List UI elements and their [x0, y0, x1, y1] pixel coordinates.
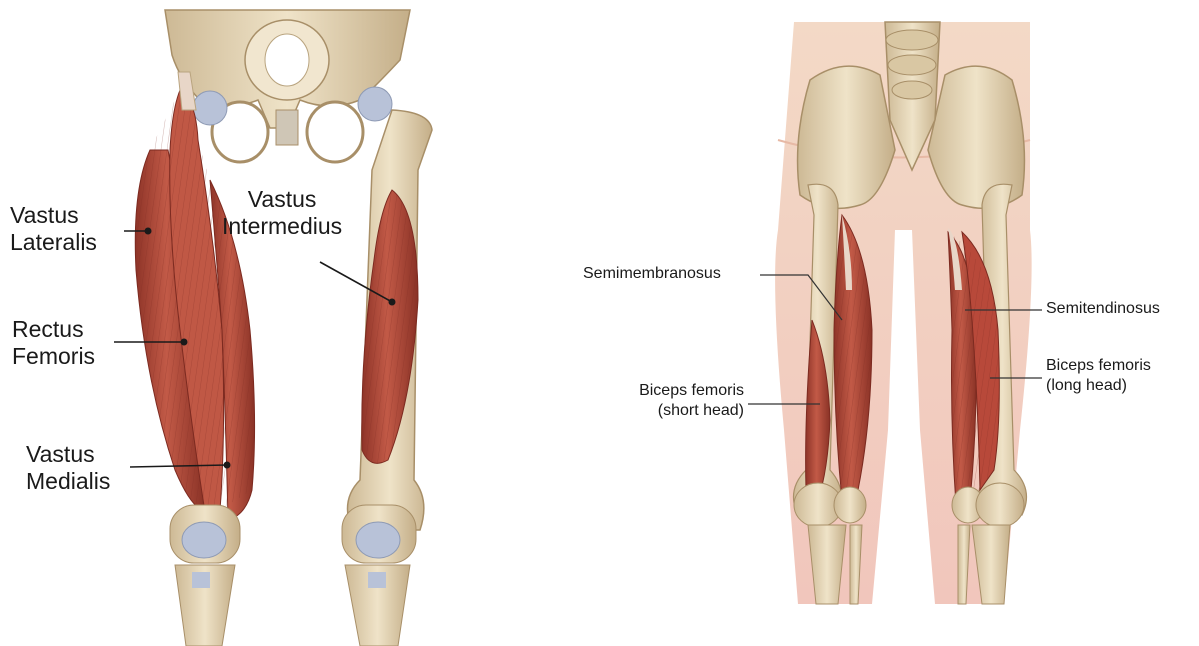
label-semimembranosus: Semimembranosus — [583, 264, 721, 284]
label-vastus-lateralis: Vastus Lateralis — [10, 202, 97, 256]
left-pelvis — [165, 10, 410, 162]
label-line: Medialis — [26, 468, 110, 495]
left-anatomy-figure — [114, 10, 432, 646]
left-hip-joint-a — [193, 91, 227, 125]
label-line: Vastus — [222, 186, 342, 213]
right-knee-b — [952, 483, 1024, 527]
label-line: (short head) — [608, 401, 744, 421]
label-line: Rectus — [12, 316, 95, 343]
left-hip-joint-b — [358, 87, 392, 121]
label-line: Semitendinosus — [1046, 299, 1160, 319]
label-line: Lateralis — [10, 229, 97, 256]
label-line: (long head) — [1046, 376, 1151, 396]
label-line: Vastus — [26, 441, 110, 468]
label-line: Biceps femoris — [608, 381, 744, 401]
left-knee-b — [342, 505, 416, 563]
left-knee-a — [170, 505, 240, 563]
label-vastus-medialis: Vastus Medialis — [26, 441, 110, 495]
right-knee-a — [794, 483, 866, 527]
right-anatomy-figure — [748, 22, 1042, 604]
label-semitendinosus: Semitendinosus — [1046, 299, 1160, 319]
label-line: Biceps femoris — [1046, 356, 1151, 376]
label-vastus-intermedius: Vastus Intermedius — [222, 186, 342, 240]
label-line: Intermedius — [222, 213, 342, 240]
label-biceps-femoris-long: Biceps femoris (long head) — [1046, 356, 1151, 396]
label-rectus-femoris: Rectus Femoris — [12, 316, 95, 370]
label-biceps-femoris-short: Biceps femoris (short head) — [608, 381, 744, 421]
label-line: Vastus — [10, 202, 97, 229]
label-line: Femoris — [12, 343, 95, 370]
label-line: Semimembranosus — [583, 264, 721, 284]
